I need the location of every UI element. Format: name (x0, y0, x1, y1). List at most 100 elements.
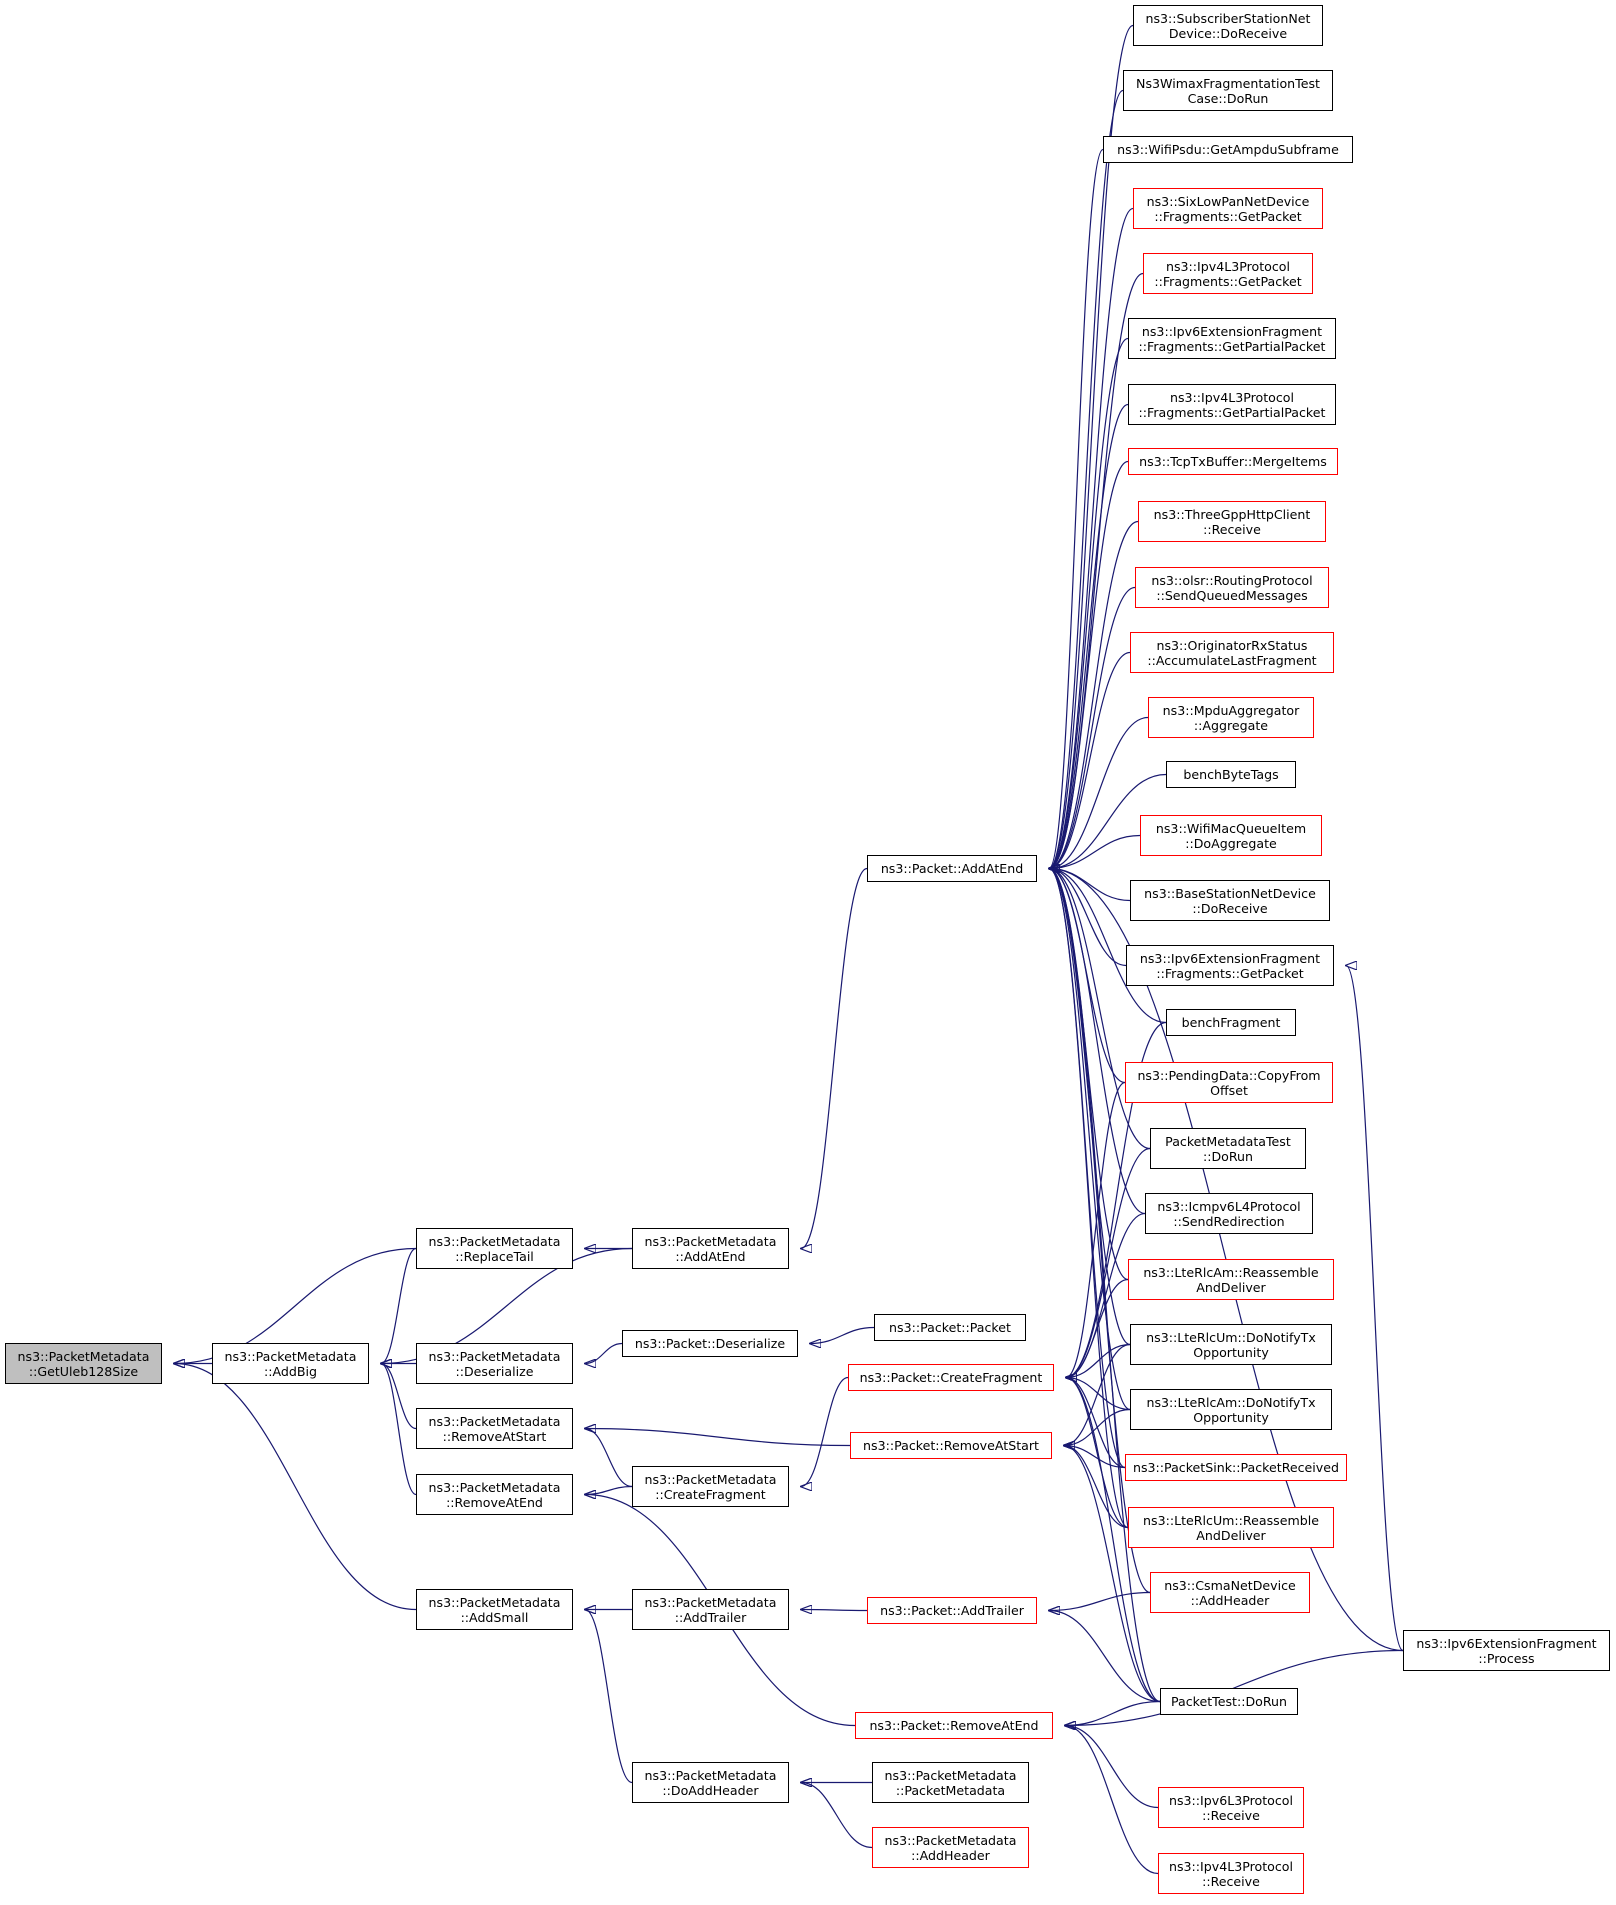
node-label-line: ns3::MpduAggregator (1162, 702, 1300, 718)
node-label-line: ns3::Packet::CreateFragment (859, 1370, 1043, 1385)
edge-p_addatend-to-ssnd_doreceive (1049, 24, 1134, 869)
node-ipv4-getpacket[interactable]: ns3::Ipv4L3Protocol::Fragments::GetPacke… (1143, 253, 1313, 294)
node-pm-packetmetadata[interactable]: ns3::PacketMetadata::PacketMetadata (872, 1762, 1029, 1803)
node-p-addtrailer[interactable]: ns3::Packet::AddTrailer (867, 1597, 1037, 1624)
node-label-line: ns3::Packet::AddAtEnd (880, 861, 1024, 876)
node-label-line: ns3::Ipv4L3Protocol (1170, 389, 1294, 405)
node-label-line: ::PacketMetadata (895, 1782, 1006, 1798)
node-pm-addheader[interactable]: ns3::PacketMetadata::AddHeader (872, 1827, 1029, 1868)
edge-p_addatend-to-threegpp_receive (1049, 520, 1139, 869)
node-label-line: ::Fragments::GetPartialPacket (1138, 404, 1326, 420)
node-pm-addtrailer[interactable]: ns3::PacketMetadata::AddTrailer (632, 1589, 789, 1630)
node-ipv6ef-getpacket[interactable]: ns3::Ipv6ExtensionFragment::Fragments::G… (1126, 945, 1334, 986)
node-benchfragment[interactable]: benchFragment (1166, 1009, 1296, 1036)
node-pm-removeatstart[interactable]: ns3::PacketMetadata::RemoveAtStart (416, 1408, 573, 1449)
node-mpdu-aggregate[interactable]: ns3::MpduAggregator::Aggregate (1148, 697, 1314, 738)
node-ipv6ef-getpartial[interactable]: ns3::Ipv6ExtensionFragment::Fragments::G… (1128, 318, 1336, 359)
node-p-createfragment[interactable]: ns3::Packet::CreateFragment (848, 1364, 1054, 1391)
node-label-line: ::RemoveAtStart (442, 1428, 547, 1444)
node-label-line: ::AddSmall (460, 1609, 529, 1625)
node-ipv4-receive[interactable]: ns3::Ipv4L3Protocol::Receive (1158, 1853, 1304, 1894)
node-label-line: ns3::Ipv6ExtensionFragment (1416, 1635, 1597, 1651)
node-benchbytetags[interactable]: benchByteTags (1166, 761, 1296, 788)
node-p-removeatstart[interactable]: ns3::Packet::RemoveAtStart (850, 1432, 1052, 1459)
node-label-line: ns3::PacketMetadata (428, 1594, 561, 1610)
node-label-line: ns3::LteRlcAm::DoNotifyTx (1146, 1394, 1316, 1410)
node-ipv4-getpartial[interactable]: ns3::Ipv4L3Protocol::Fragments::GetParti… (1128, 384, 1336, 425)
node-label-line: ns3::Packet::AddTrailer (880, 1603, 1024, 1618)
node-tcptxbuffer[interactable]: ns3::TcpTxBuffer::MergeItems (1128, 448, 1338, 475)
edge-addbig-to-pm_removeatend (381, 1364, 417, 1496)
node-label-line: PacketTest::DoRun (1170, 1694, 1288, 1709)
node-p-packet[interactable]: ns3::Packet::Packet (874, 1314, 1026, 1341)
node-pm-createfragment[interactable]: ns3::PacketMetadata::CreateFragment (632, 1466, 789, 1507)
edge-p_removeatend-to-packettest_dorun (1065, 1700, 1161, 1726)
node-label-line: ns3::Packet::Deserialize (634, 1336, 786, 1351)
node-label-line: ::Fragments::GetPacket (1154, 208, 1302, 224)
node-label-line: ns3::PacketMetadata (428, 1479, 561, 1495)
node-label-line: Opportunity (1193, 1344, 1269, 1360)
edge-pm_removeatstart-to-pm_createfragment (585, 1429, 633, 1488)
node-label-line: PacketMetadataTest (1165, 1133, 1291, 1149)
node-sixlowpan-getpacket[interactable]: ns3::SixLowPanNetDevice::Fragments::GetP… (1133, 188, 1323, 229)
node-label-line: ns3::LteRlcAm::Reassemble (1143, 1264, 1319, 1280)
node-packettest-dorun[interactable]: PacketTest::DoRun (1160, 1688, 1298, 1715)
node-p-deserialize[interactable]: ns3::Packet::Deserialize (622, 1330, 798, 1357)
node-pm-deserialize[interactable]: ns3::PacketMetadata::Deserialize (416, 1343, 573, 1384)
edge-p_createfragment-to-packettest_dorun (1066, 1378, 1161, 1703)
edge-p_addatend-to-ipv6ef_getpartial (1049, 337, 1129, 869)
node-addbig[interactable]: ns3::PacketMetadata::AddBig (212, 1343, 369, 1384)
node-pm-doaddheader[interactable]: ns3::PacketMetadata::DoAddHeader (632, 1762, 789, 1803)
edge-p_addatend-to-olsr_send (1049, 586, 1136, 869)
node-pmtest-dorun[interactable]: PacketMetadataTest::DoRun (1150, 1128, 1306, 1169)
node-wifipsdu[interactable]: ns3::WifiPsdu::GetAmpduSubframe (1103, 136, 1353, 163)
node-pm-addsmall[interactable]: ns3::PacketMetadata::AddSmall (416, 1589, 573, 1630)
edge-p_addatend-to-lterlcum_reassemble (1049, 869, 1129, 1529)
node-label-line: ns3::Ipv6ExtensionFragment (1141, 323, 1323, 339)
node-icmpv6-sendredir[interactable]: ns3::Icmpv6L4Protocol::SendRedirection (1145, 1193, 1313, 1234)
node-label-line: ns3::Ipv4L3Protocol (1166, 258, 1290, 274)
edge-pm_deserialize-to-p_deserialize (585, 1342, 623, 1364)
node-pm-removeatend[interactable]: ns3::PacketMetadata::RemoveAtEnd (416, 1474, 573, 1515)
node-threegpp-receive[interactable]: ns3::ThreeGppHttpClient::Receive (1138, 501, 1326, 542)
node-label-line: ns3::olsr::RoutingProtocol (1151, 572, 1313, 588)
node-ipv6-receive[interactable]: ns3::Ipv6L3Protocol::Receive (1158, 1787, 1304, 1828)
edge-addbig-to-pm_removeatstart (381, 1364, 417, 1430)
node-pm-replacetail[interactable]: ns3::PacketMetadata::ReplaceTail (416, 1228, 573, 1269)
node-p-removeatend[interactable]: ns3::Packet::RemoveAtEnd (855, 1712, 1053, 1739)
node-label-line: ns3::Packet::RemoveAtEnd (869, 1718, 1039, 1733)
node-wifimacqueue[interactable]: ns3::WifiMacQueueItem::DoAggregate (1140, 815, 1322, 856)
edge-pm_removeatstart-to-p_removeatstart (585, 1429, 851, 1447)
node-label-line: ns3::BaseStationNetDevice (1144, 885, 1316, 901)
node-label-line: ::AddHeader (911, 1847, 990, 1863)
node-originator[interactable]: ns3::OriginatorRxStatus::AccumulateLastF… (1130, 632, 1334, 673)
node-label-line: ns3::PacketMetadata (644, 1767, 777, 1783)
node-csma-addheader[interactable]: ns3::CsmaNetDevice::AddHeader (1150, 1572, 1310, 1613)
node-label-line: ns3::TcpTxBuffer::MergeItems (1139, 454, 1327, 469)
node-ipv6ef-process[interactable]: ns3::Ipv6ExtensionFragment::Process (1403, 1630, 1610, 1671)
edge-pm_createfragment-to-p_createfragment (801, 1376, 849, 1487)
node-label-line: ns3::PacketMetadata (428, 1348, 561, 1364)
edge-getuleb-to-pm_addsmall (174, 1364, 417, 1611)
node-olsr-send[interactable]: ns3::olsr::RoutingProtocol::SendQueuedMe… (1135, 567, 1329, 608)
edge-p_addatend-to-pmtest_dorun (1049, 869, 1151, 1150)
node-label-line: ns3::PacketMetadata (884, 1832, 1017, 1848)
node-label-line: ::AddHeader (1190, 1592, 1270, 1608)
node-label-line: ns3::PacketMetadata (644, 1594, 777, 1610)
node-label-line: ns3::Packet::Packet (889, 1320, 1011, 1335)
node-p-addatend[interactable]: ns3::Packet::AddAtEnd (867, 855, 1037, 882)
node-label-line: ns3::OriginatorRxStatus (1156, 637, 1308, 653)
node-packetsink[interactable]: ns3::PacketSink::PacketReceived (1125, 1454, 1347, 1481)
node-bsnd-doreceive[interactable]: ns3::BaseStationNetDevice::DoReceive (1130, 880, 1330, 921)
node-label-line: ns3::PacketSink::PacketReceived (1133, 1460, 1339, 1475)
node-pm-addatend[interactable]: ns3::PacketMetadata::AddAtEnd (632, 1228, 789, 1269)
node-label-line: ::Fragments::GetPacket (1154, 273, 1302, 289)
node-label-line: ::RemoveAtEnd (446, 1494, 543, 1510)
